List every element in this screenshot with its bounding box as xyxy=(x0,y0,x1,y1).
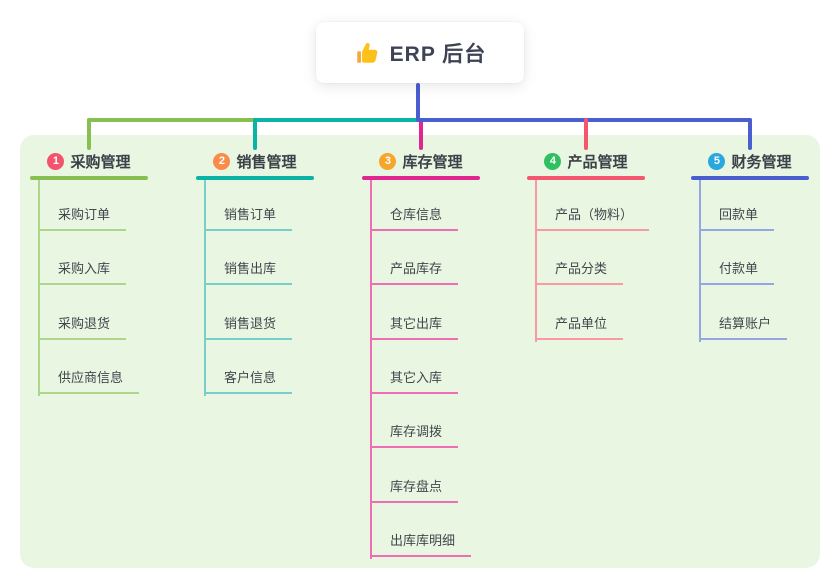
branch-spine-line xyxy=(370,180,372,559)
branch-underline xyxy=(691,176,809,180)
branch-drop-line xyxy=(748,118,752,150)
branch-spine-line xyxy=(204,180,206,396)
branch-number-badge: 2 xyxy=(213,152,231,170)
child-node[interactable]: 客户信息 xyxy=(204,368,293,394)
child-node[interactable]: 结算账户 xyxy=(699,314,788,340)
child-node[interactable]: 采购退货 xyxy=(38,314,127,340)
branch-number-badge: 1 xyxy=(47,152,65,170)
branch-number-badge: 5 xyxy=(708,152,726,170)
branch-spine-line xyxy=(535,180,537,342)
branch-underline xyxy=(527,176,645,180)
branches-panel xyxy=(20,135,820,568)
branch-underline xyxy=(196,176,314,180)
branch-underline xyxy=(30,176,148,180)
branch-label: 库存管理 xyxy=(402,153,463,171)
child-node[interactable]: 产品（物料） xyxy=(535,205,650,231)
branch-spine-line xyxy=(699,180,701,342)
child-node[interactable]: 其它出库 xyxy=(370,314,459,340)
branch-drop-line xyxy=(419,118,423,150)
branch-label: 财务管理 xyxy=(731,153,792,171)
branch-node-1[interactable]: 1 采购管理 xyxy=(30,148,148,174)
child-node[interactable]: 销售订单 xyxy=(204,205,293,231)
child-node[interactable]: 采购入库 xyxy=(38,259,127,285)
branch-node-5[interactable]: 5 财务管理 xyxy=(691,148,809,174)
child-node[interactable]: 库存调拨 xyxy=(370,422,459,448)
branch-node-4[interactable]: 4 产品管理 xyxy=(527,148,645,174)
branch-label: 销售管理 xyxy=(236,153,297,171)
trunk-segment-sales xyxy=(253,118,418,122)
child-node[interactable]: 采购订单 xyxy=(38,205,127,231)
child-node[interactable]: 库存盘点 xyxy=(370,477,459,503)
child-node[interactable]: 供应商信息 xyxy=(38,368,140,394)
thumbs-up-icon xyxy=(354,40,380,66)
branch-node-2[interactable]: 2 销售管理 xyxy=(196,148,314,174)
root-node[interactable]: ERP 后台 xyxy=(316,22,524,83)
child-node[interactable]: 付款单 xyxy=(699,259,775,285)
child-node[interactable]: 产品分类 xyxy=(535,259,624,285)
branch-underline xyxy=(362,176,480,180)
child-node[interactable]: 其它入库 xyxy=(370,368,459,394)
branch-label: 产品管理 xyxy=(567,153,628,171)
branch-drop-line xyxy=(584,118,588,150)
trunk-segment-purchase xyxy=(87,118,257,122)
branch-number-badge: 4 xyxy=(544,152,562,170)
child-node[interactable]: 回款单 xyxy=(699,205,775,231)
branch-drop-line xyxy=(253,118,257,150)
child-node[interactable]: 出库库明细 xyxy=(370,531,472,557)
branch-label: 采购管理 xyxy=(70,153,131,171)
branch-drop-line xyxy=(87,118,91,150)
branch-spine-line xyxy=(38,180,40,396)
child-node[interactable]: 销售退货 xyxy=(204,314,293,340)
branch-number-badge: 3 xyxy=(379,152,397,170)
root-connector-line xyxy=(416,83,420,120)
root-title: ERP 后台 xyxy=(389,42,487,66)
child-node[interactable]: 仓库信息 xyxy=(370,205,459,231)
branch-node-3[interactable]: 3 库存管理 xyxy=(362,148,480,174)
child-node[interactable]: 产品单位 xyxy=(535,314,624,340)
child-node[interactable]: 产品库存 xyxy=(370,259,459,285)
child-node[interactable]: 销售出库 xyxy=(204,259,293,285)
